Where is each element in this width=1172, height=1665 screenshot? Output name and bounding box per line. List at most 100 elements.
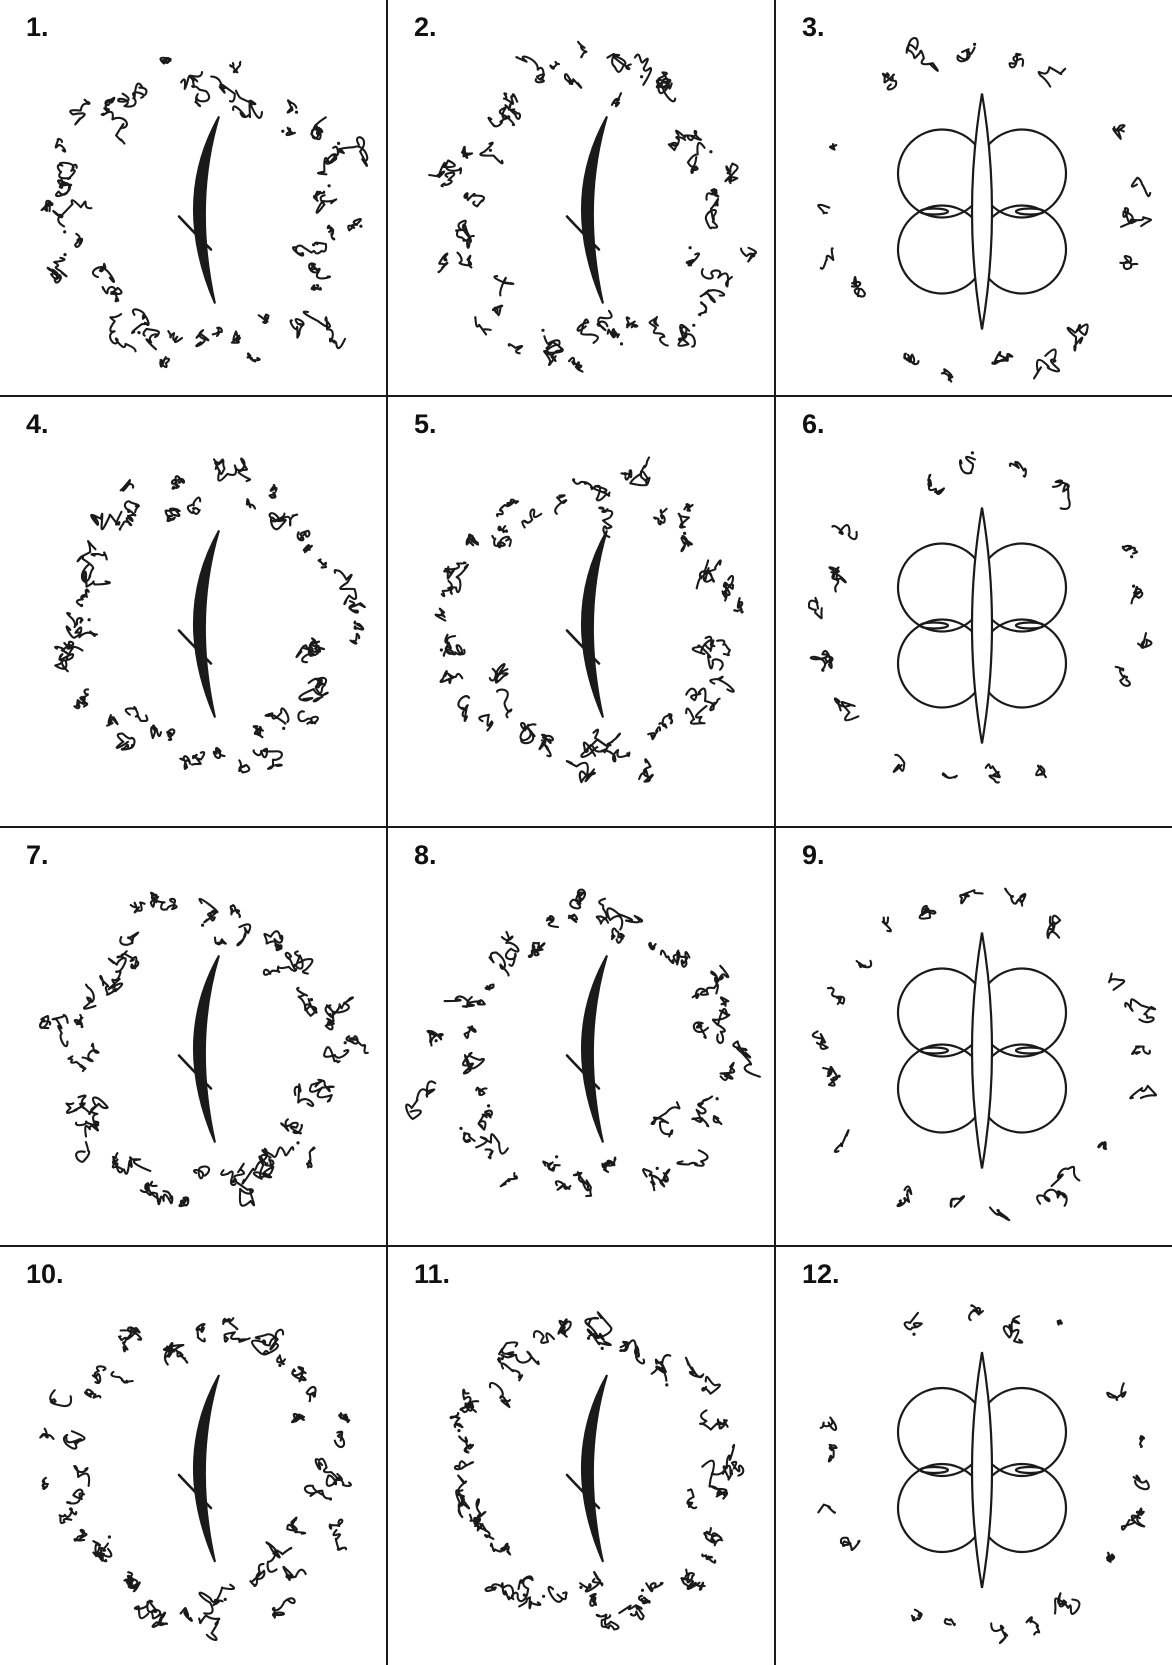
script-glyph [307, 1147, 315, 1167]
script-glyph [298, 711, 318, 724]
panel-3: 3. [776, 0, 1172, 395]
script-glyph [639, 1596, 650, 1603]
script-dot [912, 1333, 915, 1336]
script-glyph [574, 1172, 591, 1196]
script-glyph [693, 985, 718, 998]
script-dot [709, 150, 712, 153]
script-glyph [475, 1499, 486, 1519]
script-glyph [56, 179, 71, 196]
script-dot [224, 1598, 227, 1601]
script-glyph [821, 1418, 837, 1430]
script-glyph [630, 458, 649, 486]
script-dot [458, 1493, 461, 1496]
script-glyph [829, 1445, 837, 1462]
script-glyph [547, 916, 558, 927]
script-glyph [721, 997, 728, 1005]
script-glyph [654, 509, 666, 525]
script-glyph [103, 287, 122, 301]
script-dot [507, 1179, 510, 1182]
script-glyph [969, 1305, 983, 1320]
script-glyph [677, 1150, 707, 1165]
script-dot [80, 604, 83, 607]
script-glyph [539, 742, 550, 756]
crescent-stroke-icon [567, 531, 607, 718]
script-glyph [852, 277, 865, 296]
script-glyph [444, 644, 465, 656]
script-glyph [1005, 889, 1025, 906]
script-glyph [1058, 1320, 1062, 1324]
script-glyph [239, 760, 249, 772]
script-dot [278, 1364, 281, 1367]
script-glyph [813, 1031, 828, 1049]
script-dot [821, 669, 824, 672]
script-glyph [592, 486, 610, 501]
script-dot [665, 1383, 668, 1386]
script-glyph [894, 755, 905, 772]
script-dot [359, 225, 362, 228]
script-dot [624, 473, 627, 476]
script-glyph [1068, 324, 1088, 350]
script-glyph [694, 1022, 708, 1037]
script-glyph [456, 221, 470, 241]
script-dot [601, 1347, 604, 1350]
crescent-stroke-icon [179, 117, 219, 304]
script-glyph [250, 1564, 264, 1585]
script-glyph [199, 899, 217, 922]
script-glyph [945, 1619, 955, 1625]
script-glyph [126, 707, 148, 721]
panel-number-label: 2. [414, 12, 437, 43]
seal-drawing [776, 1247, 1172, 1665]
script-glyph [283, 1567, 305, 1580]
script-glyph [93, 1366, 106, 1383]
script-glyph [455, 1461, 473, 1469]
script-glyph [463, 1053, 484, 1074]
script-glyph [247, 499, 255, 508]
script-dot [137, 331, 140, 334]
script-glyph [1037, 1190, 1067, 1206]
four-loop-flower-icon [898, 933, 1066, 1169]
script-dot [838, 1075, 841, 1078]
script-glyph [550, 62, 559, 69]
script-dot [836, 996, 839, 999]
script-glyph [214, 748, 225, 758]
script-glyph [464, 1133, 475, 1142]
script-glyph [233, 102, 262, 118]
script-glyph [194, 1166, 209, 1178]
script-dot [318, 268, 321, 271]
script-glyph [199, 1616, 219, 1641]
script-glyph [1134, 1476, 1149, 1490]
script-dot [542, 1595, 545, 1598]
panel-drawing [388, 828, 774, 1245]
script-glyph [232, 332, 240, 343]
script-glyph [489, 118, 515, 127]
script-dot [440, 648, 443, 651]
script-glyph [1034, 350, 1059, 379]
script-dot [579, 1586, 582, 1589]
script-glyph [688, 143, 705, 167]
panel-number-label: 8. [414, 840, 437, 871]
script-glyph [93, 264, 114, 282]
crescent-stroke-icon [567, 117, 607, 304]
script-glyph [66, 1096, 85, 1113]
script-glyph [678, 325, 694, 347]
script-glyph [475, 317, 491, 334]
script-glyph [83, 1044, 99, 1062]
script-glyph [681, 536, 691, 551]
script-glyph [312, 285, 321, 290]
script-dot [523, 1593, 526, 1596]
panel-number-label: 11. [414, 1259, 450, 1290]
script-glyph [179, 1197, 188, 1206]
script-glyph [907, 38, 938, 71]
script-glyph [691, 167, 697, 173]
script-glyph [741, 248, 756, 262]
script-dot [640, 75, 643, 78]
four-loop-flower-icon [898, 1352, 1066, 1588]
script-glyph [732, 1462, 743, 1476]
script-glyph [196, 330, 208, 346]
script-glyph [1010, 462, 1026, 477]
script-glyph [117, 734, 135, 750]
script-glyph [486, 985, 494, 990]
script-glyph [1047, 916, 1060, 938]
panel-drawing [776, 0, 1172, 395]
